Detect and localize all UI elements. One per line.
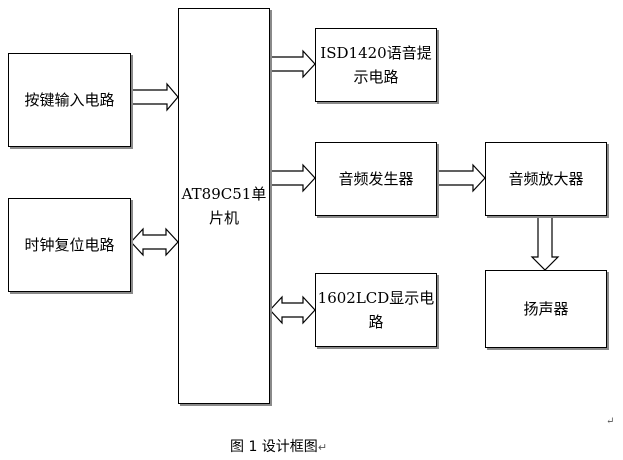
voice-prompt-circuit-label: ISD1420语音提 示电路	[320, 44, 432, 86]
arrow-clock-mcu-bidirectional	[130, 227, 179, 257]
audio-amplifier-label: 音频放大器	[508, 170, 584, 188]
key-input-circuit-label: 按键输入电路	[24, 91, 115, 109]
lcd-display-circuit-label: 1602LCD显示电 路	[317, 289, 435, 331]
lcd-display-circuit-block: 1602LCD显示电 路	[315, 273, 437, 347]
arrow-mcu-lcd-bidirectional	[269, 295, 316, 325]
speaker-block: 扬声器	[485, 270, 607, 348]
caption-paragraph-mark: ↵	[317, 441, 328, 454]
arrow-mcu-to-tone	[269, 163, 316, 193]
voice-prompt-circuit-block: ISD1420语音提 示电路	[315, 28, 437, 102]
speaker-label: 扬声器	[523, 300, 569, 318]
arrow-mcu-to-voice	[269, 49, 316, 79]
clock-reset-circuit-block: 时钟复位电路	[8, 198, 131, 292]
clock-reset-circuit-label: 时钟复位电路	[24, 236, 115, 254]
audio-amplifier-block: 音频放大器	[485, 142, 607, 216]
arrow-tone-to-amplifier	[436, 163, 486, 193]
mcu-label: AT89C51单 片机	[181, 185, 267, 227]
figure-caption-text: 图 1 设计框图	[230, 439, 318, 455]
key-input-circuit-block: 按键输入电路	[8, 53, 131, 147]
mcu-block: AT89C51单 片机	[178, 8, 270, 404]
paragraph-mark: ↵	[606, 416, 615, 427]
tone-generator-block: 音频发生器	[315, 142, 437, 216]
figure-caption: 图 1 设计框图↵	[230, 436, 380, 456]
arrow-key-to-mcu	[130, 82, 179, 112]
tone-generator-label: 音频发生器	[338, 170, 414, 188]
arrow-amplifier-to-speaker	[530, 215, 560, 271]
